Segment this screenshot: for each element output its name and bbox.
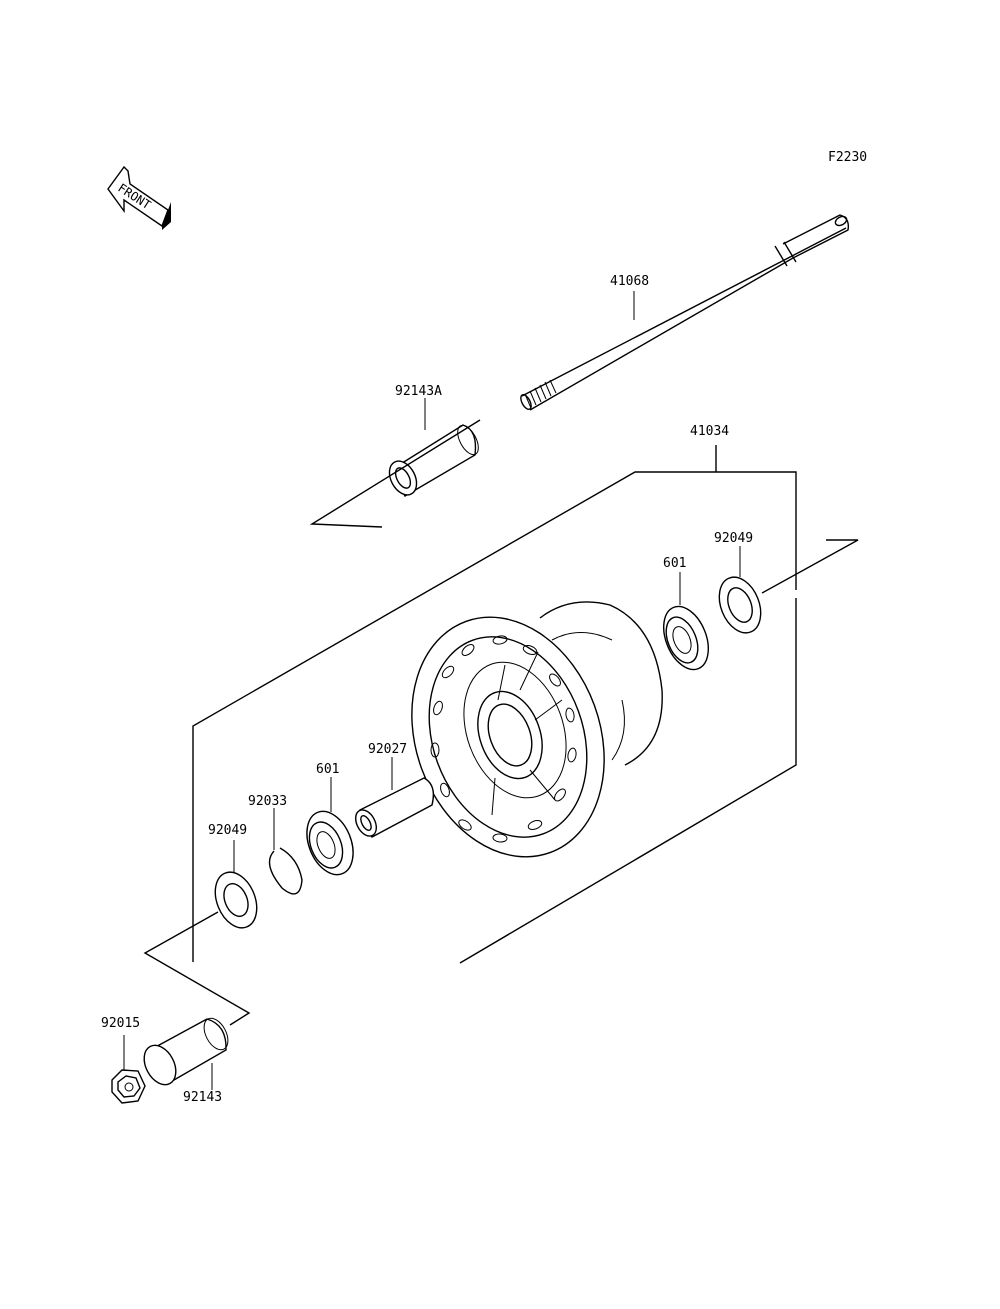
collar-left [143,1017,229,1086]
wheel-hub [411,601,663,858]
seal-right [718,576,762,634]
callout-spacer: 92027 [368,742,407,757]
wheel-bracket-upper [192,471,797,962]
callout-bearing-left: 601 [316,762,339,777]
callout-wheel: 41034 [690,424,729,439]
collar-right [388,424,479,497]
bearing-right [663,605,709,671]
callout-seal-right: 92049 [714,531,753,546]
axle-centerline-left [143,911,251,1026]
axle-centerline-right [309,419,481,528]
callout-axle: 41068 [610,274,649,289]
circlip [268,847,303,895]
axle-centerline-far [761,539,859,594]
callout-bearing-right: 601 [663,556,686,571]
figure-code: F2230 [828,150,867,165]
bearing-left [306,810,354,876]
callout-collar-right: 92143A [395,384,442,399]
front-arrow-icon: FRONT [107,165,171,230]
callout-circlip: 92033 [248,794,287,809]
callout-collar-left: 92143 [183,1090,222,1105]
nut [111,1069,146,1104]
seal-left [214,871,258,929]
wheel-bracket-lower [459,598,797,964]
callout-seal-left: 92049 [208,823,247,838]
callout-nut: 92015 [101,1016,140,1031]
spacer [354,777,435,838]
axle [520,214,850,411]
